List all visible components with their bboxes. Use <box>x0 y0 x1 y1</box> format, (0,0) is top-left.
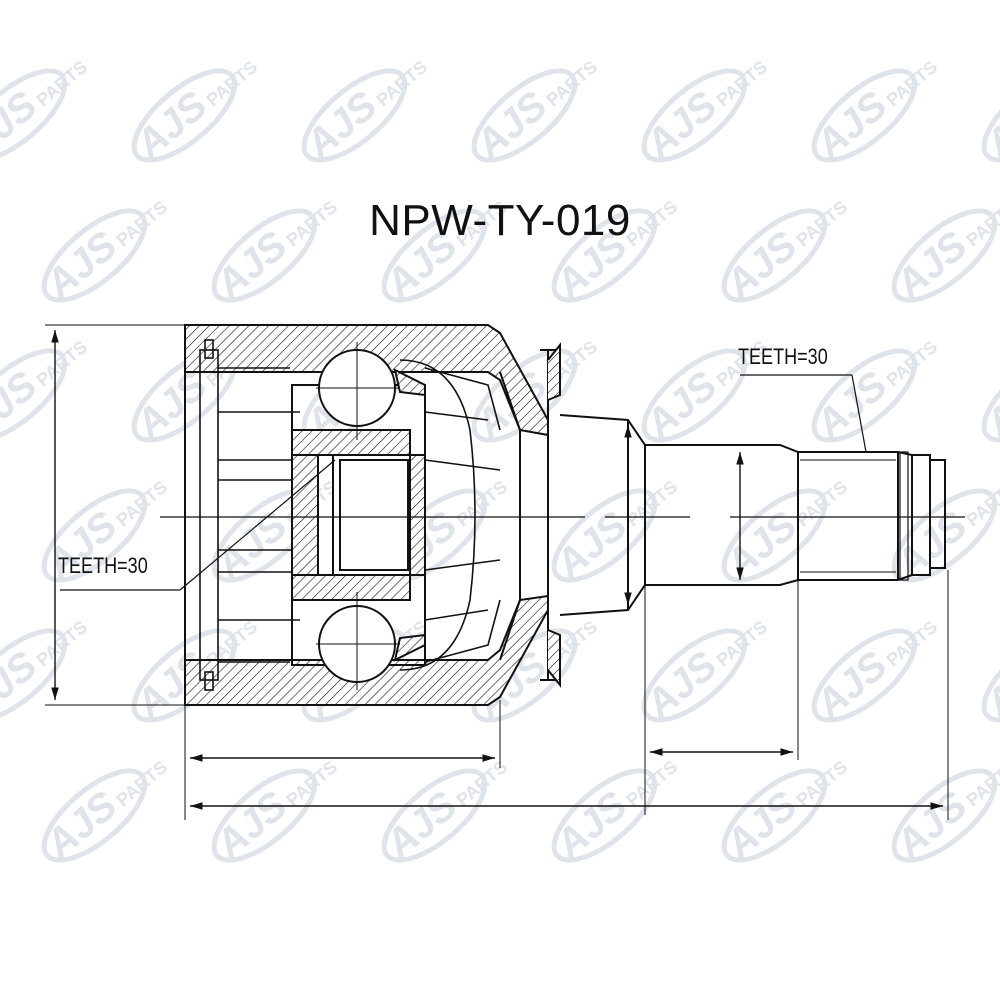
inner-tracks <box>199 339 501 691</box>
outer-housing <box>184 324 561 706</box>
stub-shaft <box>559 414 946 616</box>
teeth-label-inner-spline: TEETH=30 <box>58 553 148 578</box>
dimension-lines <box>45 324 949 820</box>
svg-text:PARTS: PARTS <box>963 757 1000 811</box>
inner-race <box>291 368 426 666</box>
svg-text:PARTS: PARTS <box>963 477 1000 531</box>
part-number-title: NPW-TY-019 <box>369 196 631 245</box>
teeth-label-outer-spline: TEETH=30 <box>738 344 828 369</box>
cage-balls <box>316 342 400 690</box>
